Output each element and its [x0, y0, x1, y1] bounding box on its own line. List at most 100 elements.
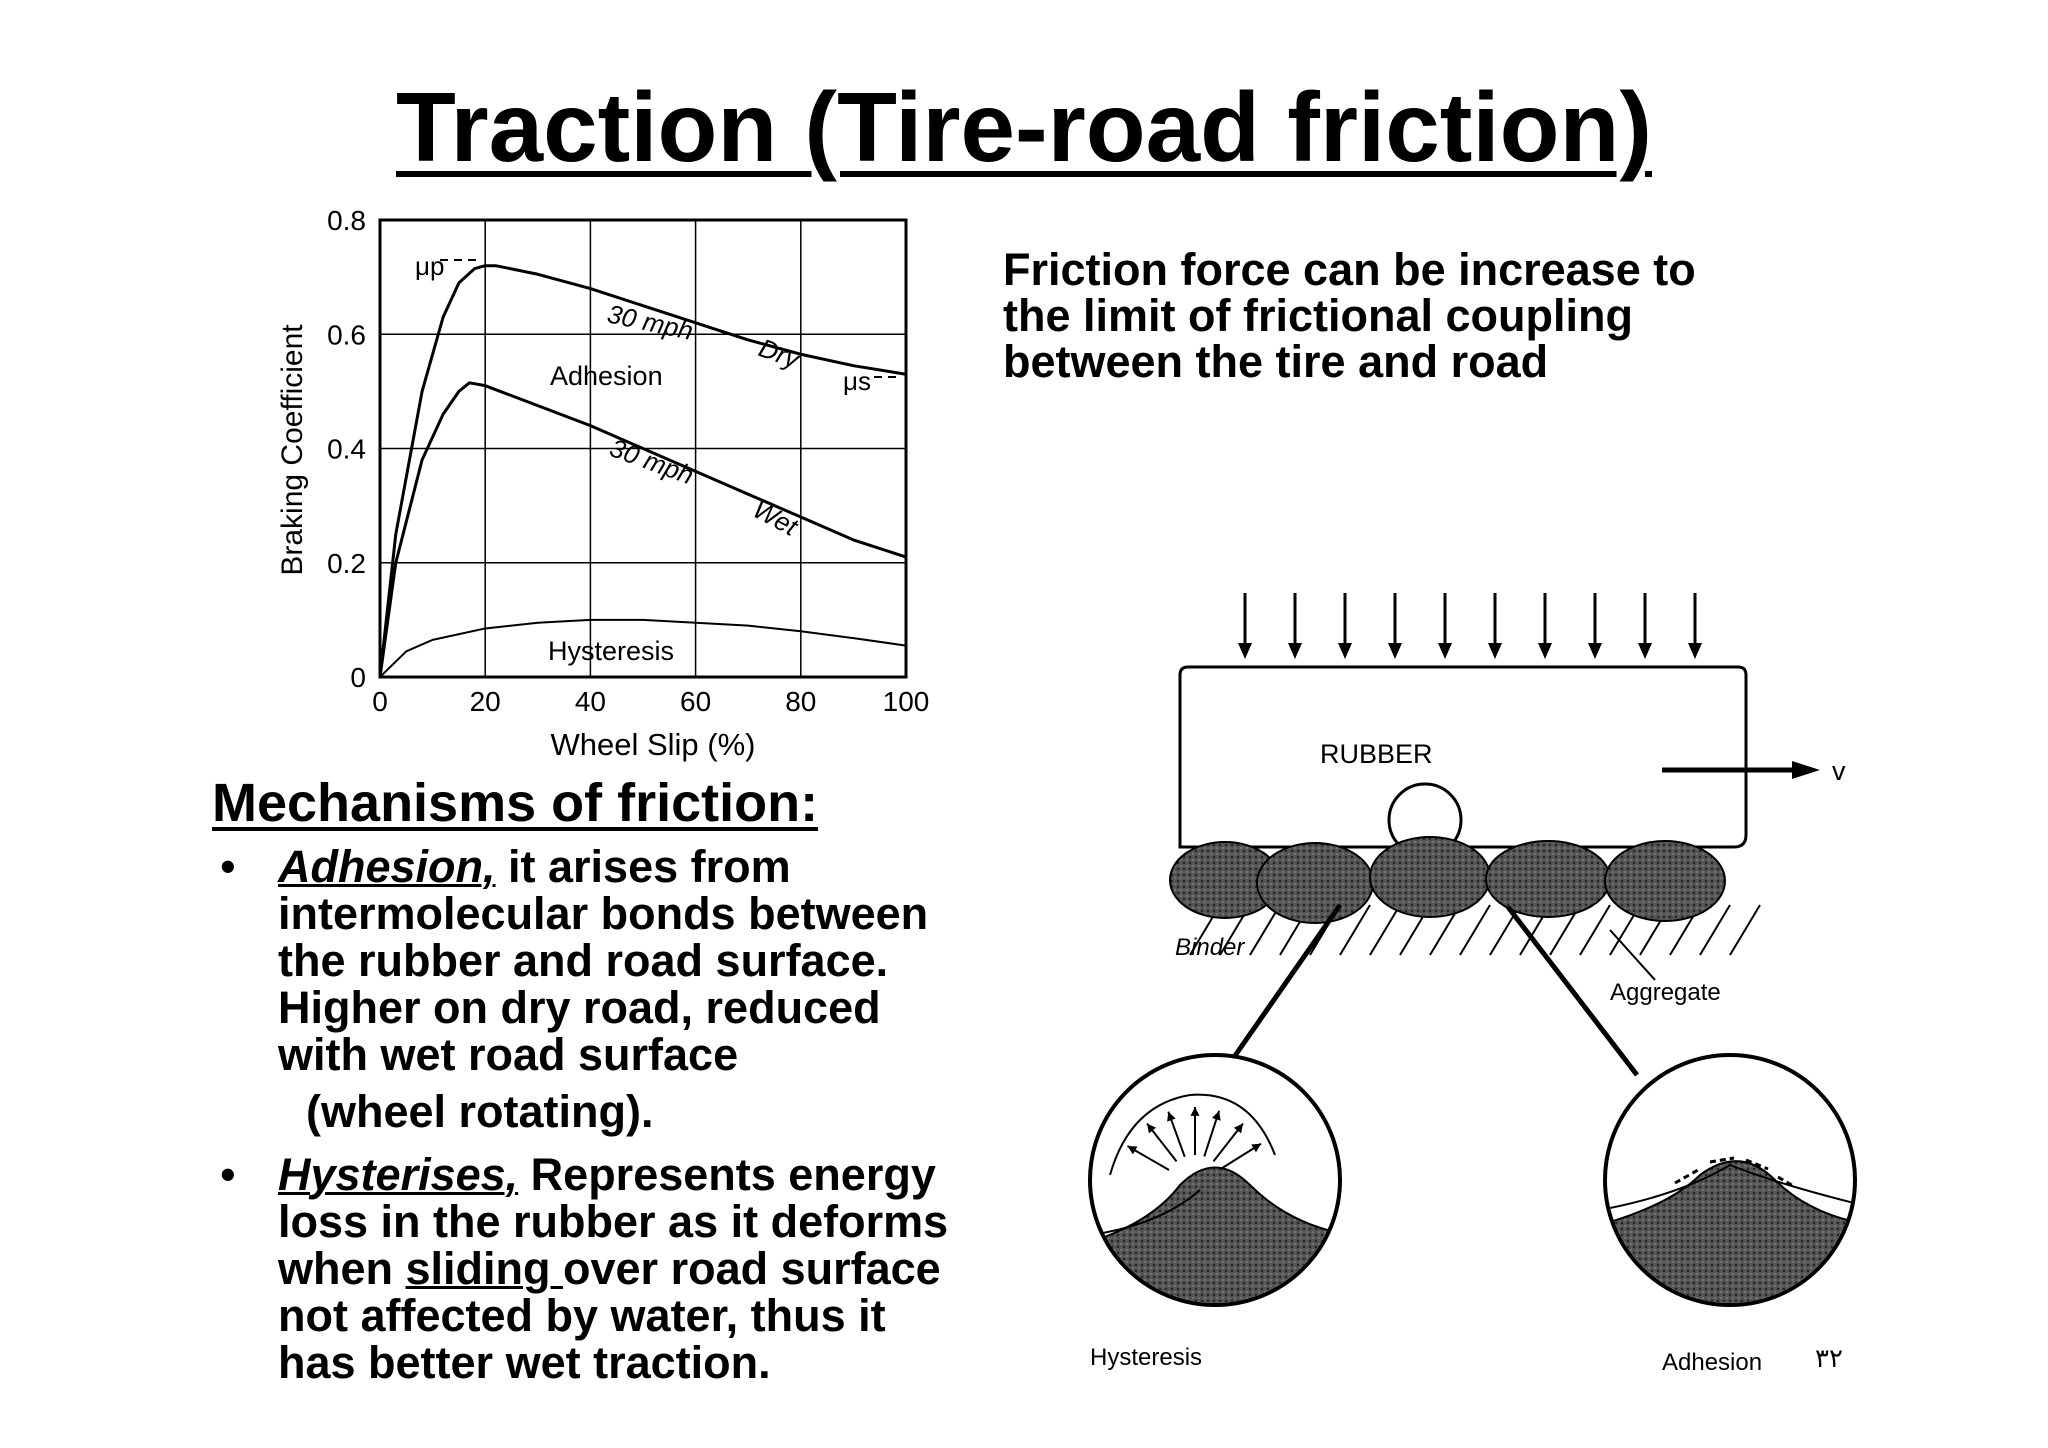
hysterises-line: not affected by water, thus it: [278, 1290, 886, 1341]
rubber-label: RUBBER: [1320, 739, 1433, 769]
hysterises-keyword: Hysterises,: [278, 1149, 519, 1200]
chart-ticks: 0 20 40 60 80 100 0 0.2 0.4 0.6 0.8: [327, 205, 929, 717]
aggregate-stone: [1604, 840, 1726, 922]
hatch-line: [1699, 904, 1731, 956]
adhesion-zoom: [1603, 1053, 1857, 1307]
shear-arrows: [1674, 1156, 1796, 1189]
load-arrow-head: [1638, 643, 1652, 659]
annotation-wet-speed: 30 mph: [606, 432, 698, 490]
pressure-arrows: [1126, 1107, 1262, 1171]
x-tick-label: 60: [680, 686, 711, 717]
load-arrow-head: [1488, 643, 1502, 659]
hatch-line: [1339, 904, 1371, 956]
adhesion-caption: Adhesion: [1662, 1349, 1762, 1376]
aggregate-stone: [1369, 836, 1491, 918]
x-tick-label: 80: [785, 686, 816, 717]
pressure-arrow-head: [1212, 1110, 1221, 1121]
hatch-line: [1579, 904, 1611, 956]
hysterises-first-line: Represents energy: [518, 1149, 936, 1200]
aggregate-stone: [1485, 840, 1611, 918]
friction-force-note: Friction force can be increase to the li…: [1003, 247, 1696, 385]
list-item-adhesion: • Adhesion, it arises from intermolecula…: [212, 843, 948, 1135]
adhesion-indented-line: (wheel rotating).: [306, 1086, 654, 1137]
velocity-arrowhead: [1792, 761, 1820, 779]
mechanisms-heading: Mechanisms of friction:: [212, 773, 819, 833]
adhesion-line: Higher on dry road, reduced: [278, 982, 881, 1033]
y-tick-label: 0.4: [327, 434, 366, 465]
pressure-arrow-head: [1167, 1111, 1176, 1122]
load-arrows: [1238, 593, 1702, 659]
adhesion-line: with wet road surface: [278, 1029, 739, 1080]
hysterises-line-part: over road surface: [563, 1243, 941, 1294]
hatch-line: [1249, 904, 1281, 956]
braking-coefficient-chart: 0 20 40 60 80 100 0 0.2 0.4 0.6 0.8 Braking Coeffi…: [276, 205, 929, 762]
friction-note-line: the limit of frictional coupling: [1003, 290, 1633, 341]
load-arrow-head: [1438, 643, 1452, 659]
hysterises-line: loss in the rubber as it deforms: [278, 1196, 949, 1247]
load-arrow-head: [1538, 643, 1552, 659]
adhesion-first-line: it arises from: [495, 841, 791, 892]
annotation-adhesion: Adhesion: [550, 361, 663, 391]
adhesion-line: the rubber and road surface.: [278, 935, 889, 986]
pressure-arrow-head: [1146, 1123, 1157, 1134]
binder-label: Binder: [1175, 934, 1245, 961]
x-tick-label: 20: [470, 686, 501, 717]
slide-title: Traction (Tire-road friction): [396, 72, 1652, 182]
chart-series-group: [378, 264, 907, 678]
tire-road-diagram: RUBBER v Binder Aggregate Hysteresis: [1088, 593, 1857, 1376]
chart-plot-frame: [378, 218, 908, 679]
y-tick-label: 0.6: [327, 319, 366, 350]
pressure-arrow-head: [1233, 1123, 1244, 1134]
annotation-mu-p: μp: [415, 251, 444, 281]
annotation-hysteresis: Hysteresis: [548, 636, 674, 666]
aggregate-pointer: [1609, 929, 1656, 981]
series-line-hysteresis: [379, 618, 907, 678]
hysteresis-zoom: [1088, 1053, 1342, 1307]
bullet-dot: •: [220, 841, 236, 892]
aggregate-label: Aggregate: [1610, 979, 1721, 1006]
load-arrow-head: [1588, 643, 1602, 659]
page-number: ٣٢: [1815, 1343, 1843, 1373]
connector-line-adhesion: [1506, 905, 1639, 1077]
load-arrow-head: [1388, 643, 1402, 659]
chart-y-axis-label: Braking Coefficient: [276, 324, 309, 576]
annotation-dry-speed: 30 mph: [605, 299, 696, 346]
annotation-mu-s: μs: [843, 366, 871, 396]
pressure-bulb: [1109, 1093, 1276, 1176]
chart-x-axis-label: Wheel Slip (%): [551, 727, 756, 762]
load-arrow-head: [1238, 643, 1252, 659]
rubber-block: [1178, 665, 1748, 849]
friction-note-line: between the tire and road: [1003, 336, 1549, 387]
annotation-wet-label: Wet: [748, 494, 804, 543]
load-arrow-head: [1338, 643, 1352, 659]
hatch-line: [1369, 904, 1401, 956]
hysterises-line: has better wet traction.: [278, 1337, 771, 1388]
adhesion-keyword: Adhesion,: [278, 841, 496, 892]
load-arrow-head: [1288, 643, 1302, 659]
y-tick-label: 0.8: [327, 205, 366, 236]
hysterises-line-part: when: [278, 1243, 406, 1294]
aggregate-stone: [1256, 842, 1374, 924]
connector-line-hysteresis: [1229, 903, 1343, 1062]
hatch-line: [1459, 904, 1491, 956]
y-tick-label: 0: [350, 662, 366, 693]
friction-note-line: Friction force can be increase to: [1003, 244, 1696, 295]
hatch-line: [1729, 904, 1761, 956]
adhesion-line: intermolecular bonds between: [278, 888, 929, 939]
hysteresis-caption: Hysteresis: [1090, 1344, 1202, 1371]
x-tick-label: 0: [372, 686, 388, 717]
pressure-arrow-head: [1190, 1107, 1200, 1116]
pressure-arrow-head: [1251, 1143, 1262, 1153]
x-tick-label: 100: [883, 686, 930, 717]
x-tick-label: 40: [575, 686, 606, 717]
annotation-dry-label: Dry: [755, 332, 805, 375]
mechanisms-list: • Adhesion, it arises from intermolecula…: [212, 843, 948, 1386]
sliding-underlined: sliding: [405, 1243, 564, 1294]
load-arrow-head: [1688, 643, 1702, 659]
pressure-arrow-head: [1127, 1146, 1138, 1155]
series-line-wet: [378, 381, 907, 678]
y-tick-label: 0.2: [327, 548, 366, 579]
list-item-hysteresis: • Hysterises, Represents energy loss in …: [212, 1151, 948, 1386]
aggregate-stones: [1169, 836, 1726, 924]
velocity-label: v: [1832, 756, 1846, 786]
